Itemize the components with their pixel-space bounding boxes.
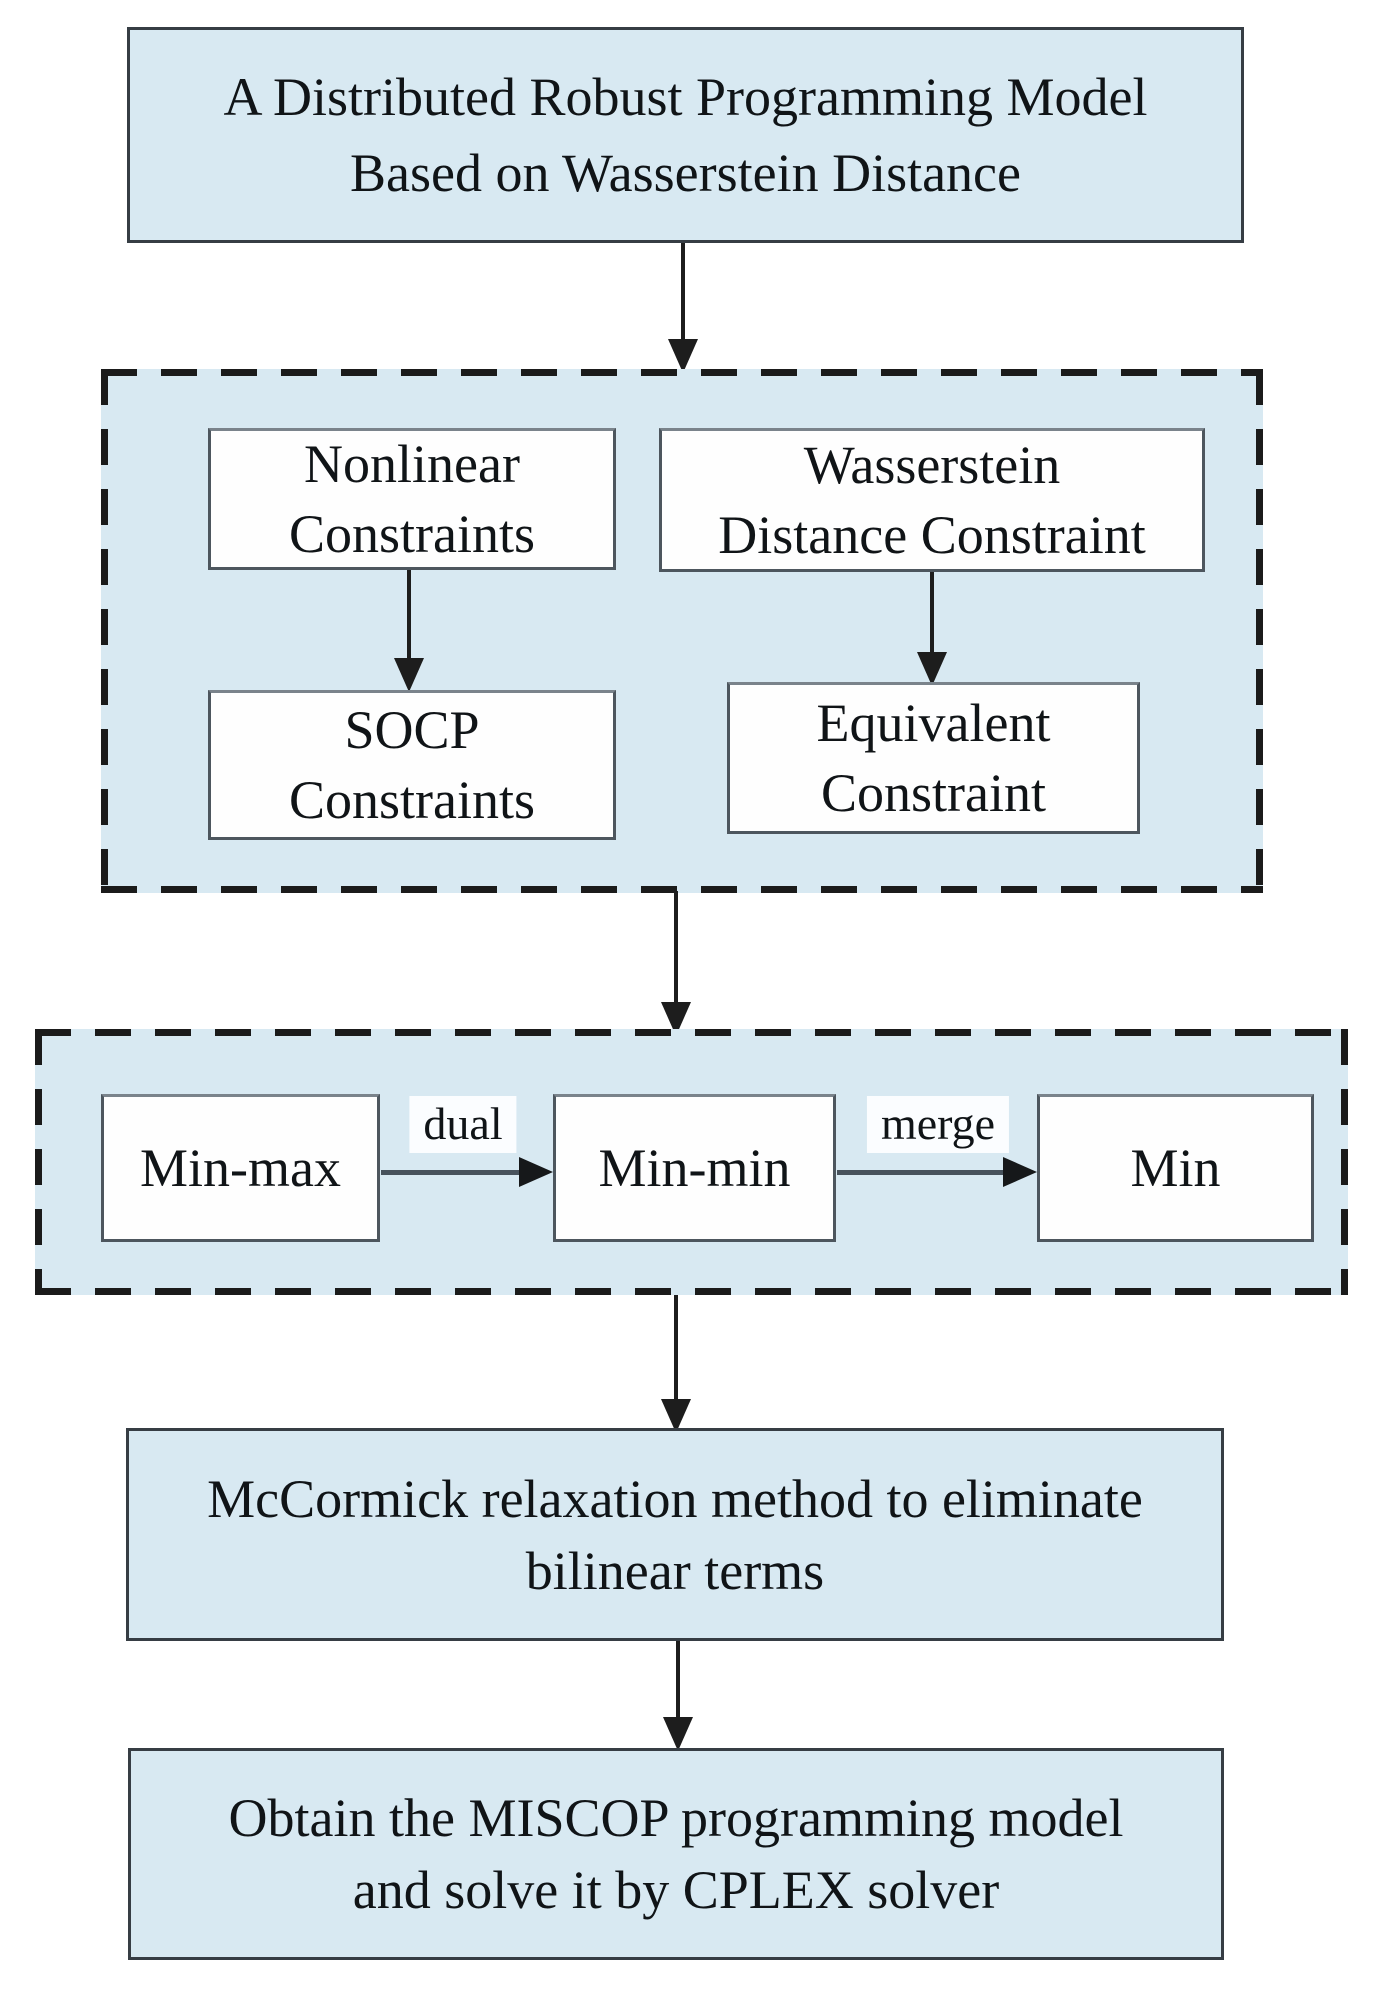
arrow-head-icon [917, 652, 947, 686]
min-label: Min [1130, 1138, 1221, 1198]
dual-arrow-label: dual [409, 1096, 517, 1153]
equivalent-line-2: Constraint [821, 763, 1046, 823]
socp-line-1: SOCP [344, 700, 480, 760]
arrow-shaft [674, 891, 678, 1008]
nonlinear-line-2: Constraints [288, 504, 535, 564]
model-box: A Distributed Robust Programming Model B… [127, 27, 1244, 243]
socp-line-2: Constraints [288, 770, 535, 830]
arrow-minmax-to-minmin [381, 1157, 553, 1187]
arrow-shaft [930, 572, 934, 658]
dashed-border-right [1256, 369, 1263, 893]
arrow-shaft [681, 243, 685, 345]
min-min-label: Min-min [598, 1138, 791, 1198]
arrow-head-icon [668, 339, 698, 373]
final-line-1: Obtain the MISCOP programming model [228, 1788, 1124, 1848]
arrow-shaft [381, 1170, 521, 1175]
dashed-border-top [35, 1029, 1348, 1036]
nonlinear-line-1: Nonlinear [304, 434, 520, 494]
arrow-constraints-to-transform [661, 891, 691, 1036]
arrow-head-icon [661, 1399, 691, 1433]
dashed-border-bottom [101, 886, 1263, 893]
final-line-2: and solve it by CPLEX solver [352, 1860, 1000, 1920]
arrow-nonlinear-to-socp [394, 570, 424, 692]
mccormick-box: McCormick relaxation method to eliminate… [126, 1428, 1224, 1641]
dashed-border-top [101, 369, 1263, 376]
wasserstein-constraint-box: Wasserstein Distance Constraint [659, 428, 1205, 572]
mccormick-line-1: McCormick relaxation method to eliminate [207, 1468, 1143, 1529]
merge-arrow-label: merge [866, 1096, 1010, 1153]
arrow-shaft [674, 1295, 678, 1405]
dashed-border-left [101, 369, 108, 893]
mccormick-line-2: bilinear terms [525, 1540, 825, 1601]
equivalent-constraint-box: Equivalent Constraint [727, 682, 1140, 834]
final-box: Obtain the MISCOP programming model and … [128, 1748, 1224, 1960]
dashed-border-bottom [35, 1288, 1348, 1295]
model-box-line-1: A Distributed Robust Programming Model [223, 67, 1148, 127]
arrow-head-icon [394, 658, 424, 692]
arrow-shaft [407, 570, 411, 664]
min-box: Min [1037, 1094, 1314, 1242]
equivalent-line-1: Equivalent [816, 693, 1051, 753]
arrow-model-to-constraints [668, 243, 698, 373]
min-min-box: Min-min [553, 1094, 836, 1242]
socp-constraints-box: SOCP Constraints [208, 690, 616, 840]
arrow-shaft [676, 1641, 680, 1723]
arrow-wasserstein-to-equivalent [917, 572, 947, 686]
arrow-transform-to-mccormick [661, 1295, 691, 1433]
arrow-mccormick-to-final [663, 1641, 693, 1751]
arrow-head-icon [519, 1157, 553, 1187]
arrow-minmin-to-min [837, 1157, 1037, 1187]
arrow-head-icon [1003, 1157, 1037, 1187]
wasserstein-line-1: Wasserstein [803, 435, 1061, 495]
dashed-border-left [35, 1029, 42, 1295]
wasserstein-line-2: Distance Constraint [718, 505, 1146, 565]
arrow-shaft [837, 1170, 1005, 1175]
dashed-border-right [1341, 1029, 1348, 1295]
min-max-label: Min-max [140, 1138, 341, 1198]
min-max-box: Min-max [101, 1094, 380, 1242]
model-box-line-2: Based on Wasserstein Distance [350, 143, 1021, 203]
nonlinear-constraints-box: Nonlinear Constraints [208, 428, 616, 570]
arrow-head-icon [663, 1717, 693, 1751]
